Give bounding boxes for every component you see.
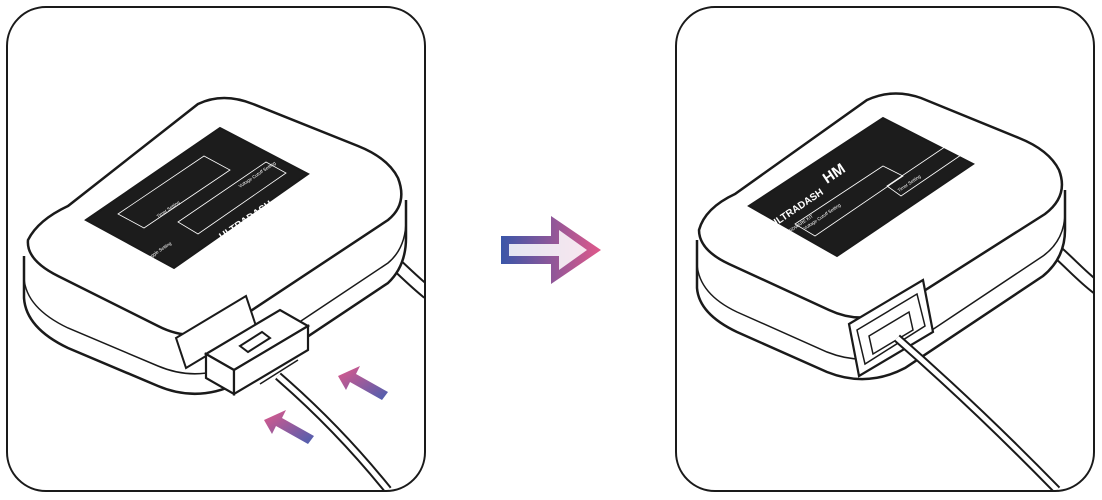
device-after-illustration: ULTRADASH HM HARDWARE KIT Voltage Cutoff…: [695, 92, 1093, 490]
step-before-panel: ULTRADASH HM HARDWARE KIT Voltage Cutoff…: [6, 6, 426, 492]
device-before-illustration: ULTRADASH HM HARDWARE KIT Voltage Cutoff…: [22, 96, 424, 490]
insert-arrow-icon: [264, 366, 388, 444]
step-after-panel: ULTRADASH HM HARDWARE KIT Voltage Cutoff…: [675, 6, 1095, 492]
right-arrow-icon: [501, 216, 601, 284]
